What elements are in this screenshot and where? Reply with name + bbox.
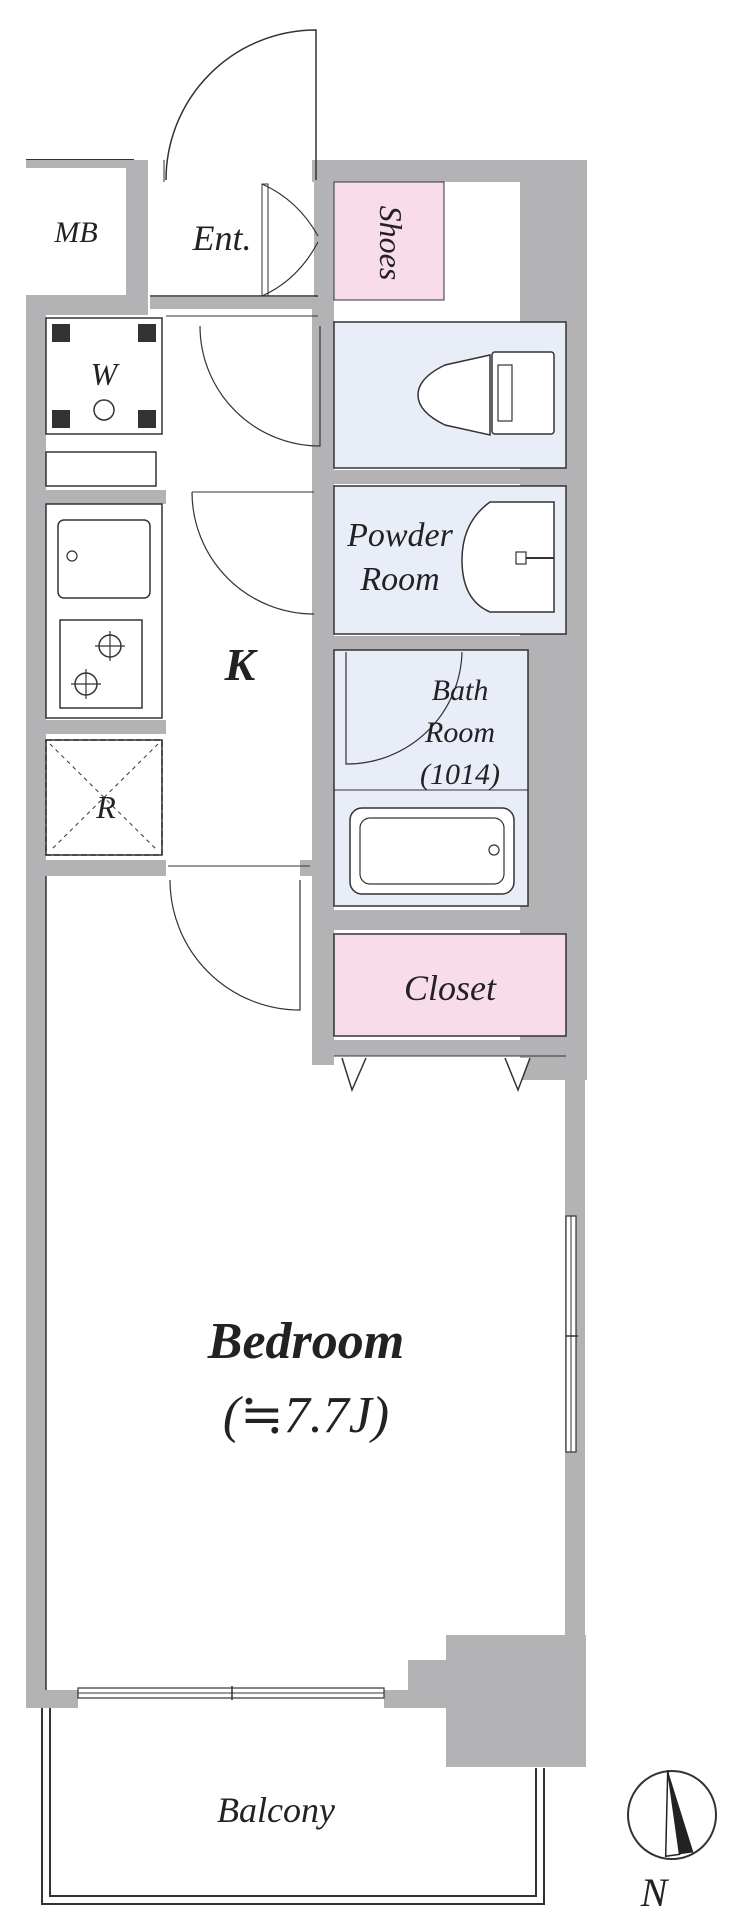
- bedroom-size: (≒7.7J): [223, 1387, 389, 1444]
- washer-area: W: [45, 317, 163, 487]
- closet: Closet: [333, 933, 567, 1093]
- toilet-icon: [417, 351, 555, 436]
- toilet-room: [333, 321, 567, 469]
- balcony: Balcony: [41, 1708, 545, 1905]
- mb-label: MB: [53, 216, 97, 249]
- entrance-label: Ent.: [192, 218, 252, 258]
- powder-room-label-line1: Powder: [346, 517, 454, 554]
- bath-room-label-line1: Bath: [432, 674, 489, 707]
- closet-label: Closet: [404, 968, 497, 1008]
- kitchen-label: K: [224, 639, 259, 690]
- bedroom-label: Bedroom: [207, 1313, 404, 1370]
- stove-burner-icon: [71, 631, 125, 699]
- north-label: N: [640, 1870, 670, 1915]
- fridge-label: R: [95, 789, 116, 825]
- north-arrow-icon: N: [627, 1770, 717, 1915]
- kitchen-counter: [45, 503, 163, 719]
- bedroom: Bedroom (≒7.7J): [45, 876, 578, 1700]
- bath-room-size: (1014): [420, 758, 500, 791]
- powder-room: Powder Room: [333, 485, 567, 635]
- fridge-area: R: [45, 739, 163, 856]
- entrance-area: Ent.: [148, 29, 319, 297]
- kitchen-area: K: [166, 315, 321, 1011]
- mb-area: MB: [26, 159, 136, 295]
- sink-icon: [461, 501, 555, 613]
- bath-room: Bath Room (1014): [333, 649, 529, 907]
- bathtub-icon: [349, 807, 515, 895]
- washer-label: W: [91, 356, 121, 392]
- bath-room-label-line2: Room: [424, 716, 495, 749]
- balcony-label: Balcony: [217, 1790, 335, 1830]
- powder-room-label-line2: Room: [359, 561, 439, 598]
- shoes-cabinet: Shoes: [333, 181, 445, 301]
- shoes-label: Shoes: [373, 206, 409, 281]
